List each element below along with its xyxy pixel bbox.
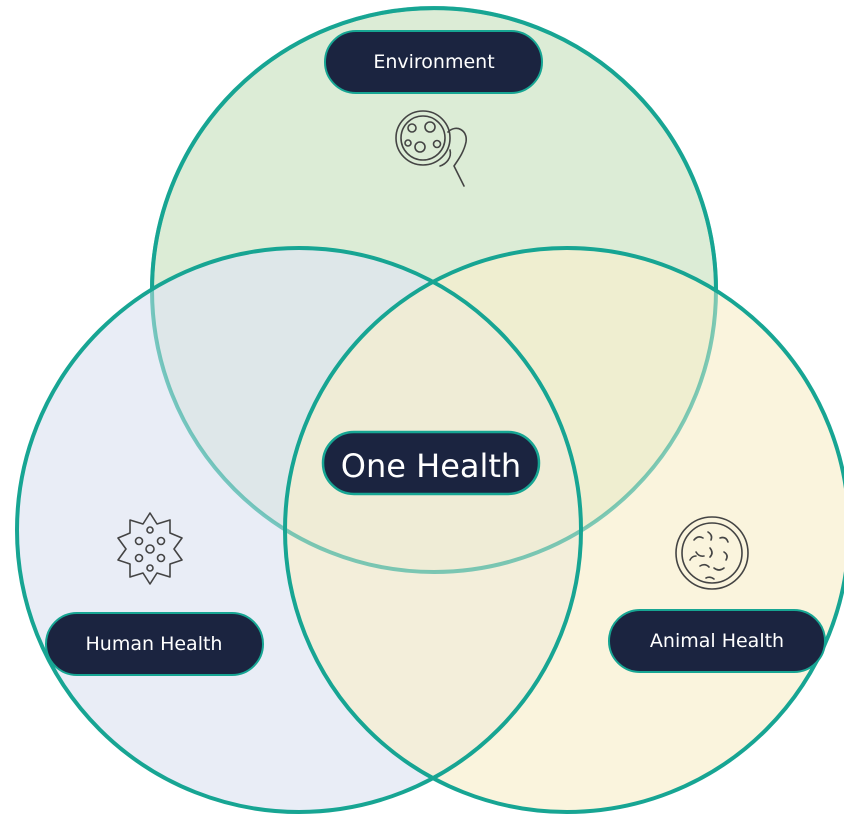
- virus-cell-icon: [117, 512, 183, 585]
- environment-circle-upper-arc: [150, 6, 718, 291]
- animal-health-pill: Animal Health: [608, 609, 826, 673]
- environment-pill: Environment: [324, 30, 543, 94]
- circle-fills: [17, 8, 844, 812]
- animal-health-circle-outline: [283, 246, 844, 814]
- petri-dish-hand-icon: [395, 110, 467, 187]
- animal-health-label: Animal Health: [650, 630, 784, 652]
- human-health-circle-outline: [15, 246, 583, 814]
- animal-health-circle: [285, 248, 844, 812]
- one-health-label: One Health: [341, 447, 521, 485]
- bacteria-dish-icon: [675, 516, 749, 590]
- human-health-label: Human Health: [86, 633, 223, 655]
- environment-label: Environment: [373, 51, 494, 73]
- one-health-pill: One Health: [321, 430, 541, 496]
- human-health-pill: Human Health: [45, 612, 264, 676]
